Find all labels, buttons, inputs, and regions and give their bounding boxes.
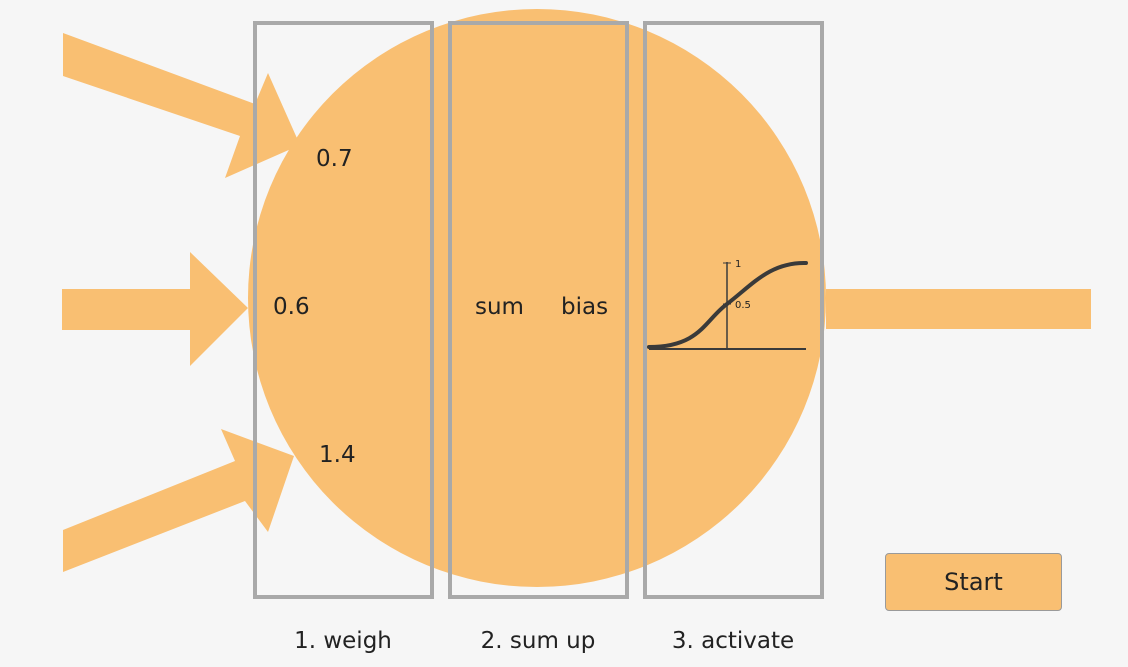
weight-label-top: 0.7: [316, 146, 353, 172]
stage-frame-weigh: [253, 21, 434, 599]
input-arrow-middle: [62, 252, 248, 366]
weight-label-middle: 0.6: [273, 294, 310, 320]
weight-label-bottom: 1.4: [319, 442, 356, 468]
input-arrow-bottom: [63, 429, 294, 572]
stage-caption-weigh: 1. weigh: [294, 628, 392, 654]
neuron-body: [248, 9, 826, 587]
sum-label: sum: [475, 294, 524, 320]
sigmoid-curve: [647, 260, 808, 349]
stage-caption-sum-up: 2. sum up: [481, 628, 596, 654]
sigmoid-tick-label-mid: 0.5: [735, 300, 751, 311]
output-arrow: [826, 289, 1091, 329]
stage-frame-activate: [643, 21, 824, 599]
stage-frame-sum-up: [448, 21, 629, 599]
start-button[interactable]: Start: [885, 553, 1062, 611]
input-arrow-top: [63, 33, 300, 178]
bias-label: bias: [561, 294, 608, 320]
sigmoid-tick-label-top: 1: [735, 259, 741, 270]
sigmoid-graph: 1 0.5: [647, 259, 808, 350]
stage-caption-activate: 3. activate: [672, 628, 794, 654]
